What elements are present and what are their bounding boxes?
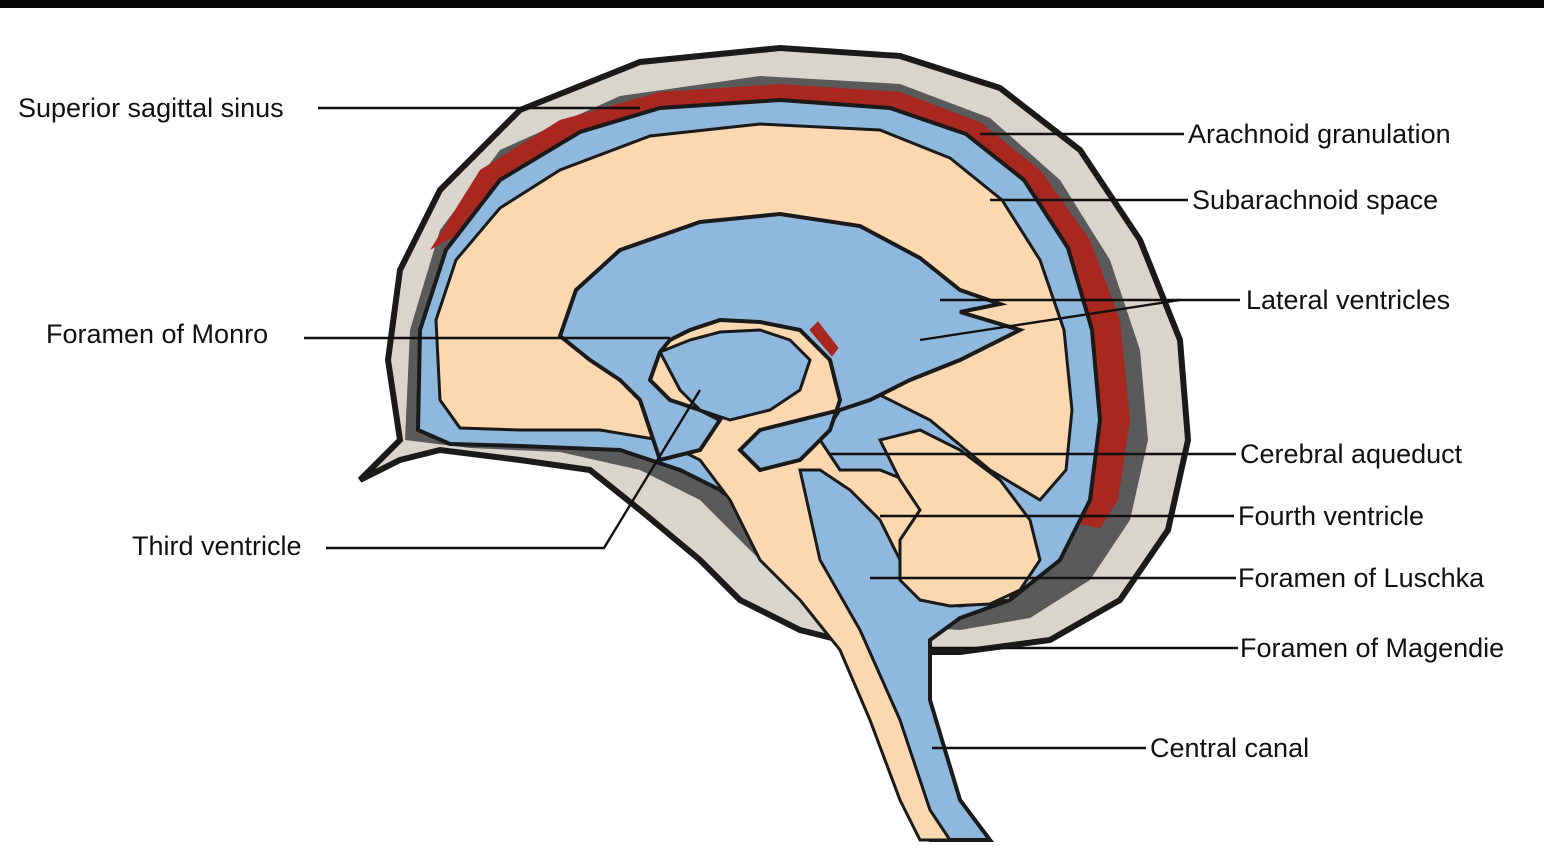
label-cerebral-aqueduct: Cerebral aqueduct [1240,438,1462,470]
label-superior-sagittal-sinus: Superior sagittal sinus [18,92,284,124]
label-fourth-ventricle: Fourth ventricle [1238,500,1424,532]
label-lateral-ventricles: Lateral ventricles [1246,284,1450,316]
label-central-canal: Central canal [1150,732,1309,764]
label-third-ventricle: Third ventricle [132,530,302,562]
label-arachnoid-granulation: Arachnoid granulation [1188,118,1451,150]
label-foramen-of-monro: Foramen of Monro [46,318,268,350]
label-foramen-of-luschka: Foramen of Luschka [1238,562,1484,594]
label-subarachnoid-space: Subarachnoid space [1192,184,1438,216]
label-foramen-of-magendie: Foramen of Magendie [1240,632,1504,664]
